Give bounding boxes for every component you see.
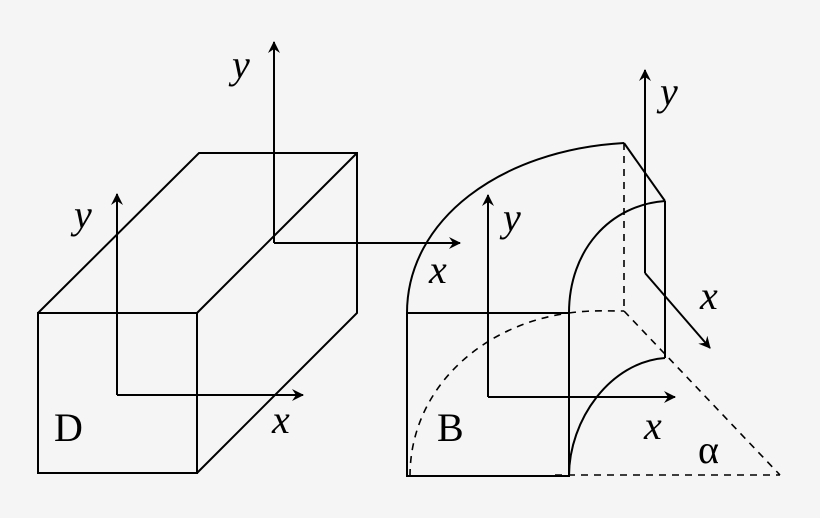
- block-b-rotated-y-label: y: [660, 69, 678, 114]
- block-b-front-x-label: x: [644, 403, 662, 448]
- block-b-rotated-x-label: x: [700, 273, 718, 318]
- block-d-back-x-label: x: [429, 247, 447, 292]
- block-d-front-x-label: x: [272, 397, 290, 442]
- block-d-label: D: [54, 405, 83, 450]
- block-d-back-axes: [268, 41, 461, 249]
- block-b-front-y-label: y: [503, 195, 521, 240]
- block-d-back-y-label: y: [232, 42, 250, 87]
- block-d-front-y-label: y: [74, 192, 92, 237]
- block-b-front-axes: [482, 194, 676, 403]
- block-b-rotated-axes: [639, 69, 711, 349]
- block-b-hidden-edges: [409, 143, 781, 477]
- angle-alpha-label: α: [698, 427, 719, 472]
- block-b-label: B: [437, 405, 464, 450]
- block-d-front-axes: [111, 193, 304, 401]
